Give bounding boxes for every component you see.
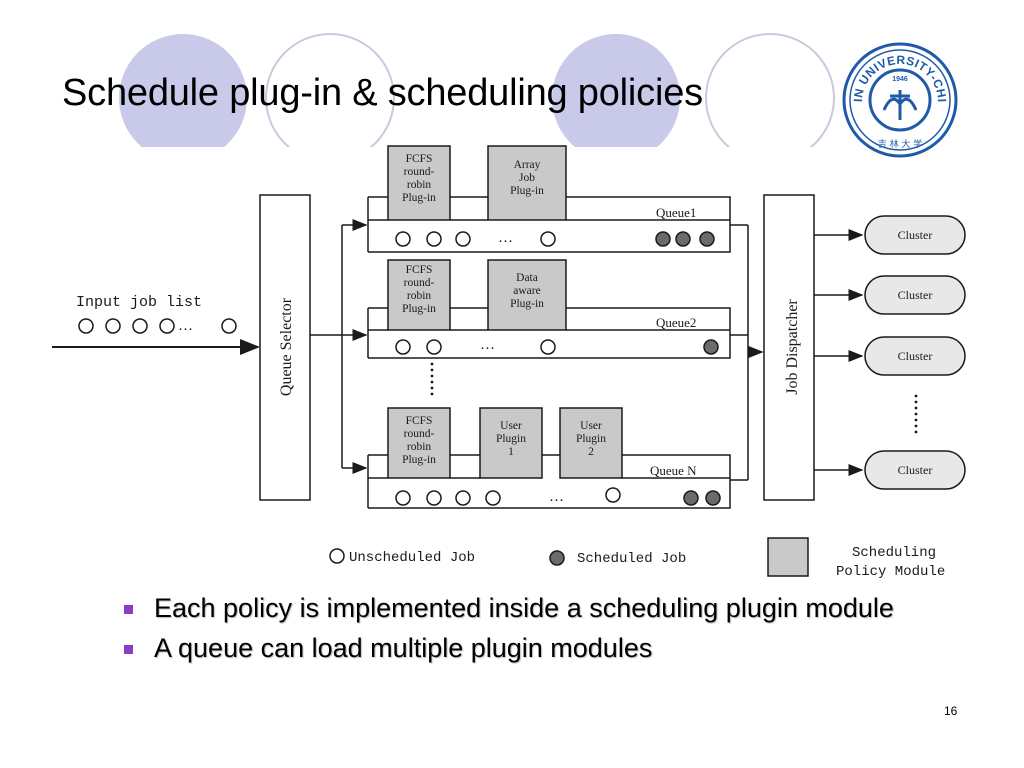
legend-unscheduled: Unscheduled Job bbox=[349, 550, 475, 566]
legend-module-line1: Scheduling bbox=[852, 545, 936, 561]
slide-title: Schedule plug-in & scheduling policies bbox=[62, 72, 703, 114]
deco-circle-3 bbox=[552, 34, 680, 147]
legend-module-line2: Policy Module bbox=[836, 564, 945, 580]
cluster-ellipsis-dots bbox=[914, 394, 918, 434]
svg-text:Cluster: Cluster bbox=[898, 463, 933, 477]
bullet-text: Each policy is implemented inside a sche… bbox=[154, 593, 894, 623]
deco-circle-1 bbox=[119, 34, 247, 147]
bullet-marker-icon bbox=[124, 645, 133, 654]
plugin-module bbox=[487, 259, 567, 331]
svg-text:…: … bbox=[178, 318, 193, 334]
plugin-module bbox=[479, 407, 543, 479]
page-number: 16 bbox=[944, 704, 958, 718]
bullet-list: Each policy is implemented inside a sche… bbox=[120, 592, 920, 672]
plugin-module bbox=[559, 407, 623, 479]
legend-scheduled: Scheduled Job bbox=[577, 551, 686, 567]
deco-circle-4 bbox=[705, 33, 835, 147]
svg-text:Cluster: Cluster bbox=[898, 228, 933, 242]
input-jobs: … bbox=[78, 318, 237, 334]
plugin-module bbox=[387, 145, 451, 221]
svg-text:…: … bbox=[498, 230, 513, 246]
queue-n-name: Queue N bbox=[650, 463, 697, 478]
bullet-text: A queue can load multiple plugin modules bbox=[154, 633, 653, 663]
queue-1-name: Queue1 bbox=[656, 205, 696, 220]
svg-text:…: … bbox=[549, 489, 564, 505]
job-dispatcher-label: Job Dispatcher bbox=[784, 299, 801, 395]
plugin-module bbox=[387, 407, 451, 479]
legend: Unscheduled Job Scheduled Job Scheduling… bbox=[329, 537, 945, 580]
job-dispatcher-box bbox=[763, 194, 815, 501]
queue-2-name: Queue2 bbox=[656, 315, 696, 330]
plugin-module bbox=[387, 259, 451, 331]
plugin-module bbox=[487, 145, 567, 221]
bullet-marker-icon bbox=[124, 605, 133, 614]
logo-year: 1946 bbox=[892, 76, 908, 83]
bullet-item: Each policy is implemented inside a sche… bbox=[120, 592, 920, 624]
cluster-2: Cluster bbox=[864, 275, 966, 315]
queue-ellipsis-dots bbox=[430, 362, 434, 396]
deco-circle-2 bbox=[265, 33, 395, 147]
cluster-4: Cluster bbox=[864, 450, 966, 490]
queue-selector-box bbox=[259, 194, 311, 501]
queue-selector-label: Queue Selector bbox=[278, 297, 295, 396]
svg-text:…: … bbox=[480, 337, 495, 353]
svg-text:Cluster: Cluster bbox=[898, 349, 933, 363]
logo-bottom-text: 吉 林 大 学 bbox=[878, 138, 923, 150]
input-label: Input job list bbox=[76, 294, 202, 311]
svg-text:Cluster: Cluster bbox=[898, 288, 933, 302]
university-logo: JILIN UNIVERSITY-CHINA 1946 吉 林 大 学 bbox=[840, 40, 958, 158]
bullet-item: A queue can load multiple plugin modules bbox=[120, 632, 920, 664]
title-decoration bbox=[119, 33, 835, 147]
cluster-1: Cluster bbox=[864, 215, 966, 255]
cluster-3: Cluster bbox=[864, 336, 966, 376]
